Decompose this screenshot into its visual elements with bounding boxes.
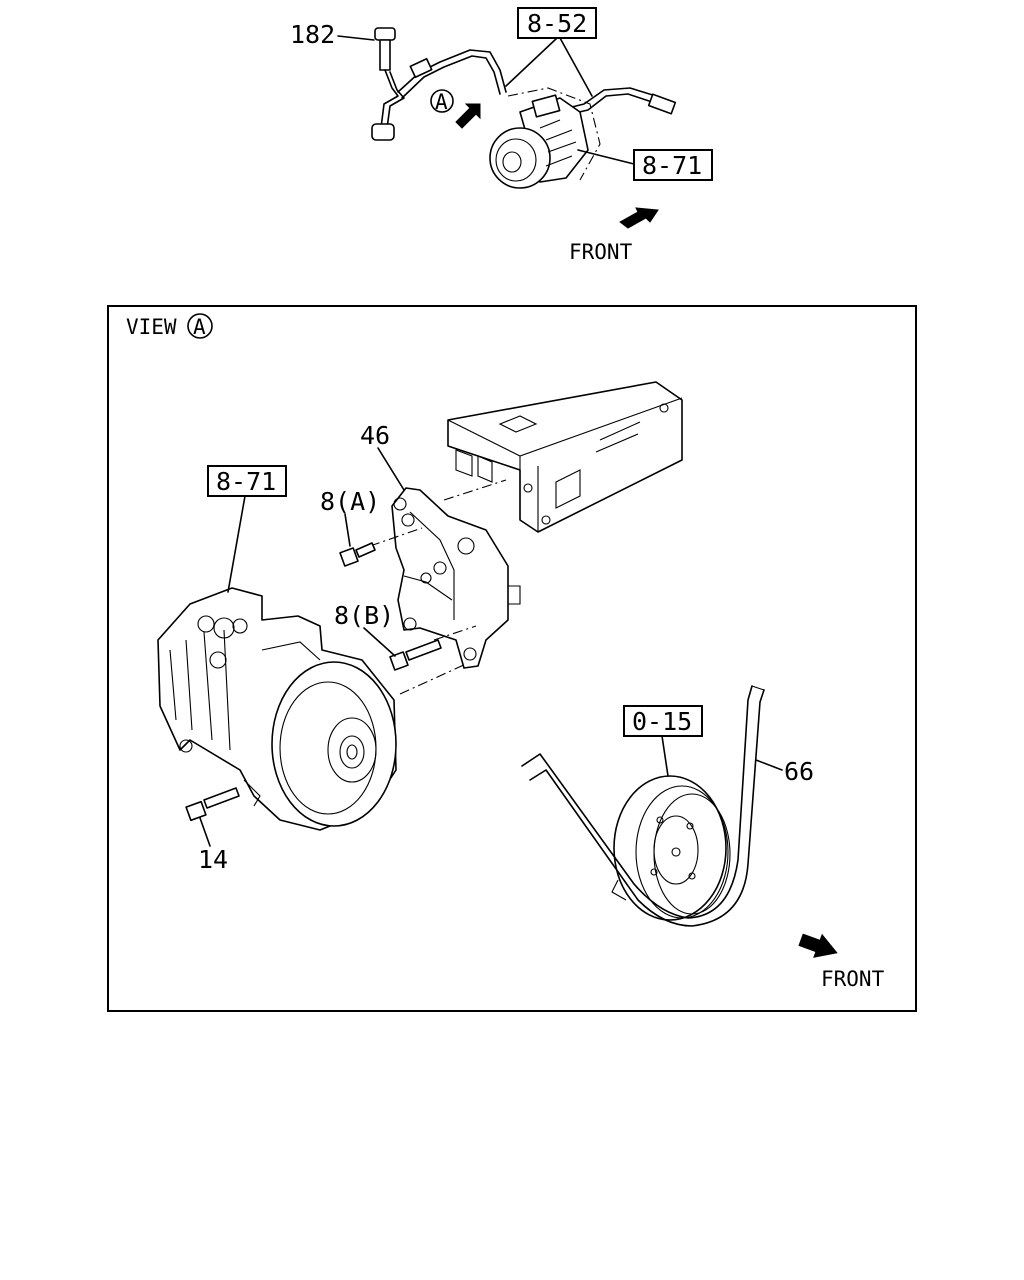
view-a-marker-top: A: [435, 90, 448, 114]
ref-0-15[interactable]: 0-15: [632, 707, 692, 736]
drive-belt-66[interactable]: [521, 685, 765, 927]
leader-66: [755, 759, 783, 771]
hose-pipe-assembly[interactable]: [371, 27, 677, 141]
front-label-view: FRONT: [821, 967, 885, 991]
mount-line-3: [433, 625, 477, 641]
ref-8-52[interactable]: 8-52: [527, 9, 587, 38]
compressor-view[interactable]: [157, 587, 397, 831]
top-overview: 182 A: [290, 7, 713, 264]
ref-box-8-71-view: [207, 465, 287, 497]
bolt-8a[interactable]: [339, 542, 376, 567]
ref-8-71-view[interactable]: 8-71: [216, 467, 276, 496]
mount-line-1: [443, 479, 507, 501]
bolt-14[interactable]: [185, 787, 240, 822]
ref-box-0-15: [623, 705, 703, 737]
leader-14: [199, 817, 211, 847]
ref-box-8-52: [517, 7, 597, 39]
leader-8-71-top: [577, 149, 635, 165]
bolt-8b[interactable]: [389, 639, 442, 671]
ref-8-71-top[interactable]: 8-71: [642, 151, 702, 180]
leader-182: [337, 35, 375, 41]
leader-8-52-b: [559, 37, 593, 97]
front-arrow-icon-top: [619, 207, 659, 229]
view-a-panel: VIEW A: [107, 305, 917, 1012]
leader-46: [377, 447, 405, 491]
label-66[interactable]: 66: [784, 757, 814, 786]
leader-8a: [344, 513, 351, 547]
leader-8b: [363, 627, 396, 657]
crank-pulley[interactable]: [611, 775, 731, 921]
bracket-46[interactable]: [391, 487, 521, 669]
label-14[interactable]: 14: [198, 845, 228, 874]
label-46[interactable]: 46: [360, 421, 390, 450]
mount-line-2: [369, 527, 423, 547]
leader-8-71-view: [227, 495, 246, 593]
ref-box-8-71-top: [633, 149, 713, 181]
label-8b[interactable]: 8(B): [334, 601, 394, 630]
front-label-top: FRONT: [569, 240, 633, 264]
view-a-circle: [187, 313, 213, 339]
mount-line-4: [399, 663, 467, 695]
view-a-circle-top: [430, 89, 454, 113]
leader-0-15: [661, 735, 669, 777]
leader-8-52-a: [505, 37, 558, 87]
view-title: VIEW: [126, 315, 177, 339]
view-a-marker: A: [193, 315, 206, 339]
compressor-top[interactable]: [489, 87, 601, 189]
label-182[interactable]: 182: [290, 20, 335, 49]
view-arrow-icon: [455, 103, 481, 129]
view-frame: [107, 305, 917, 1012]
engine-block[interactable]: [447, 381, 683, 533]
front-arrow-icon-view: [798, 933, 838, 958]
label-8a[interactable]: 8(A): [320, 487, 380, 516]
